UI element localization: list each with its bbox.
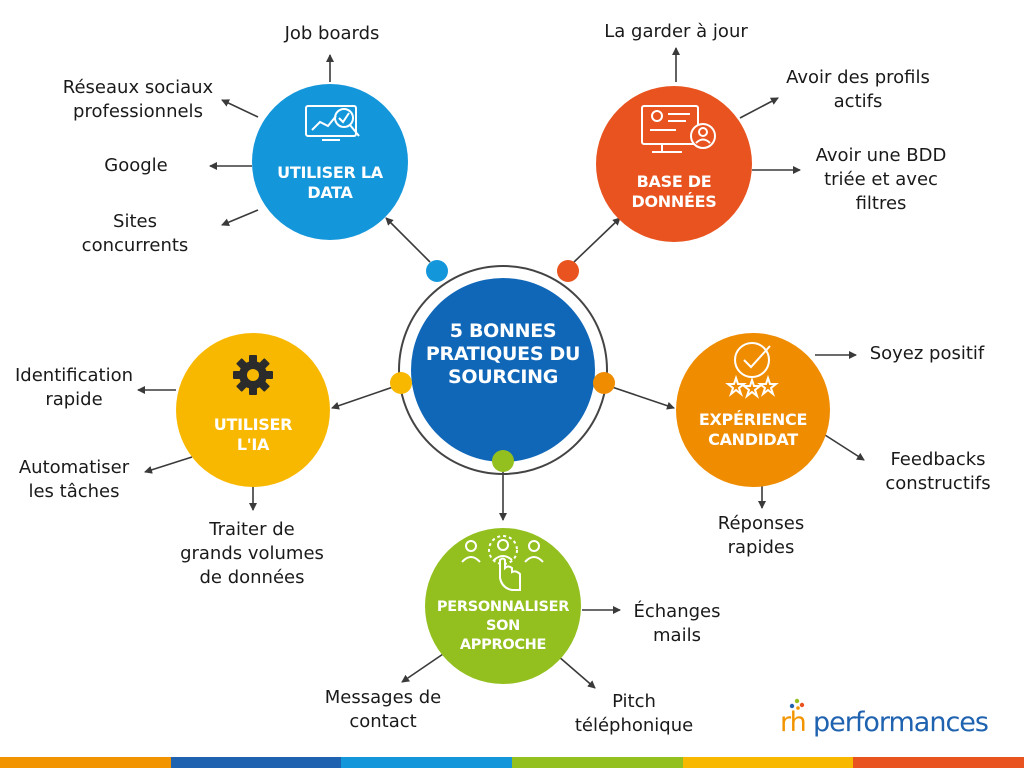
people-click-icon bbox=[461, 535, 544, 591]
computer-profile-icon bbox=[641, 105, 716, 153]
item-reseaux-sociaux: Réseaux sociaux professionnels bbox=[62, 77, 214, 122]
ring-dot-approche bbox=[492, 450, 514, 472]
center-circle bbox=[411, 278, 595, 462]
item-pitch-telephonique: Pitch téléphonique bbox=[574, 691, 694, 736]
node-approche-circle bbox=[425, 528, 581, 684]
ring-dot-database bbox=[557, 260, 579, 282]
bar-segment bbox=[682, 757, 854, 768]
gear-icon bbox=[233, 355, 273, 395]
bar-segment bbox=[341, 757, 513, 768]
node-database-circle bbox=[596, 86, 752, 242]
item-automatiser-taches: Automatiser les tâches bbox=[18, 457, 130, 502]
item-google: Google bbox=[104, 155, 168, 176]
node-candidat-circle bbox=[676, 333, 830, 487]
item-connectors bbox=[137, 47, 865, 689]
center-title: 5 BONNES PRATIQUES DU SOURCING bbox=[425, 320, 581, 388]
node-data-title: UTILISER LA DATA bbox=[277, 163, 383, 202]
item-feedbacks-constructifs: Feedbacks constructifs bbox=[885, 449, 991, 494]
item-bdd-triee: Avoir une BDD triée et avec filtres bbox=[815, 145, 947, 214]
logo-performances: performances bbox=[813, 707, 989, 738]
item-reponses-rapides: Réponses rapides bbox=[717, 513, 805, 558]
item-traiter-volumes: Traiter de grands volumes de données bbox=[180, 519, 324, 588]
item-soyez-positif: Soyez positif bbox=[869, 343, 985, 364]
node-ia-title: UTILISER L'IA bbox=[213, 415, 293, 454]
item-echanges-mails: Échanges mails bbox=[633, 601, 721, 646]
logo-rh: rh bbox=[780, 707, 807, 738]
bar-segment bbox=[512, 757, 683, 768]
item-messages-contact: Messages de contact bbox=[324, 687, 442, 732]
rh-performances-logo: rh performances bbox=[780, 698, 1010, 744]
item-identification-rapide: Identification rapide bbox=[14, 365, 134, 410]
item-job-boards: Job boards bbox=[284, 23, 380, 44]
bar-segment bbox=[170, 757, 342, 768]
bar-segment bbox=[0, 757, 171, 768]
node-data-circle bbox=[252, 84, 408, 240]
node-database-title: BASE DE DONNÉES bbox=[631, 172, 717, 211]
ring-dot-candidat bbox=[593, 372, 615, 394]
data-analytics-icon bbox=[305, 105, 360, 141]
logo-dots-icon bbox=[789, 698, 805, 710]
ring-dot-ia bbox=[390, 372, 412, 394]
bottom-color-bar bbox=[0, 757, 1024, 768]
item-la-garder-a-jour: La garder à jour bbox=[604, 21, 748, 42]
ring-dot-data bbox=[426, 260, 448, 282]
node-candidat-title: EXPÉRIENCE CANDIDAT bbox=[698, 410, 808, 449]
node-approche-title: PERSONNALISER SON APPROCHE bbox=[436, 599, 570, 653]
center-ring bbox=[398, 265, 608, 475]
item-profils-actifs: Avoir des profils actifs bbox=[786, 67, 930, 112]
node-ia-circle bbox=[176, 333, 330, 487]
bar-segment bbox=[853, 757, 1024, 768]
check-stars-icon bbox=[725, 342, 779, 399]
item-sites-concurrents: Sites concurrents bbox=[81, 211, 189, 256]
